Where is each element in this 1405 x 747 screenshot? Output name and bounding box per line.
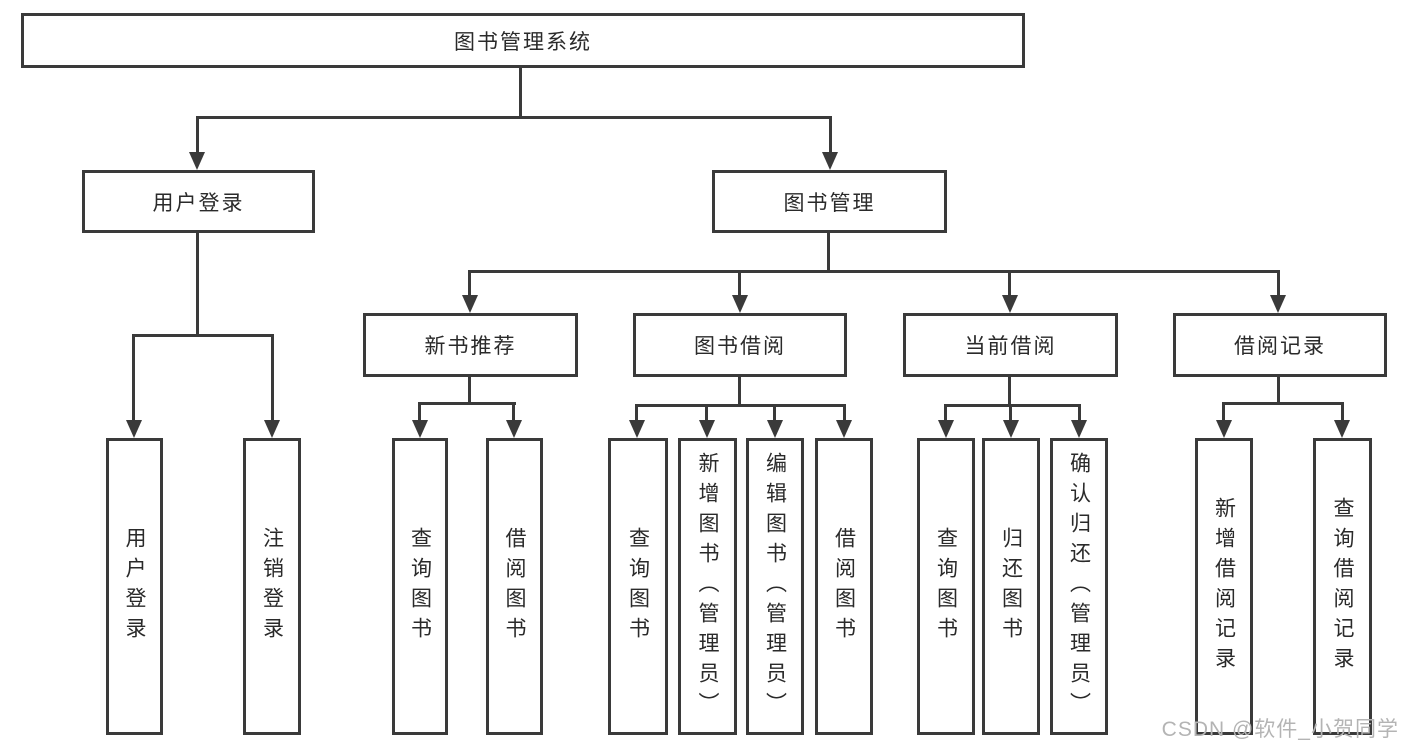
connector-line: [418, 402, 516, 405]
arrowhead: [1270, 295, 1286, 313]
node-label: 查询图书: [408, 526, 432, 647]
connector-line: [196, 233, 199, 337]
connector-line: [519, 68, 522, 119]
node-label: 新增借阅记录: [1212, 496, 1236, 677]
node-label: 查询图书: [934, 526, 958, 647]
connector-line: [738, 377, 741, 407]
connector-line: [944, 404, 947, 422]
node-library-management-system: 图书管理系统: [21, 13, 1025, 68]
leaf-query-borrow-record: 查询借阅记录: [1313, 438, 1372, 735]
node-label: 用户登录: [123, 526, 146, 647]
connector-line: [132, 334, 135, 422]
leaf-return-book: 归还图书: [982, 438, 1040, 735]
connector-line: [843, 404, 846, 422]
leaf-logout: 注销登录: [243, 438, 301, 735]
node-label: 图书管理系统: [454, 30, 592, 54]
arrowhead: [412, 420, 428, 438]
connector-line: [196, 116, 832, 119]
node-borrowing-records: 借阅记录: [1173, 313, 1387, 377]
node-book-borrowing: 图书借阅: [633, 313, 847, 377]
arrowhead: [1071, 420, 1087, 438]
connector-line: [773, 404, 776, 422]
node-label: 查询借阅记录: [1331, 496, 1354, 677]
leaf-edit-book-admin: 编辑图书（管理员）: [746, 438, 804, 735]
node-label: 查询图书: [626, 526, 650, 647]
leaf-query-books-borrowing: 查询图书: [608, 438, 668, 735]
arrowhead: [938, 420, 954, 438]
node-label: 归还图书: [999, 526, 1023, 647]
leaf-query-books-current: 查询图书: [917, 438, 975, 735]
connector-line: [468, 270, 1280, 273]
arrowhead: [1003, 420, 1019, 438]
arrowhead: [1334, 420, 1350, 438]
connector-line: [635, 404, 638, 422]
node-label: 图书借阅: [694, 335, 786, 358]
connector-line: [705, 404, 708, 422]
arrowhead: [189, 152, 205, 170]
node-label: 借阅图书: [832, 526, 856, 647]
connector-line: [1008, 270, 1011, 297]
arrowhead: [822, 152, 838, 170]
arrowhead: [699, 420, 715, 438]
arrowhead: [732, 295, 748, 313]
node-label: 图书管理: [783, 191, 876, 215]
node-current-borrowing: 当前借阅: [903, 313, 1118, 377]
node-label: 借阅图书: [503, 526, 526, 647]
connector-line: [418, 402, 421, 422]
arrowhead: [1216, 420, 1232, 438]
connector-line: [1222, 402, 1344, 405]
connector-line: [738, 270, 741, 297]
leaf-confirm-return-admin: 确认归还（管理员）: [1050, 438, 1108, 735]
node-label: 编辑图书（管理员）: [763, 451, 787, 722]
watermark-text: CSDN @软件_小贺同学: [1161, 718, 1399, 741]
arrowhead: [462, 295, 478, 313]
connector-line: [1008, 377, 1011, 407]
connector-line: [1341, 402, 1344, 422]
arrowhead: [1002, 295, 1018, 313]
node-user-login: 用户登录: [82, 170, 315, 233]
node-label: 当前借阅: [964, 335, 1057, 358]
arrowhead: [629, 420, 645, 438]
connector-line: [132, 334, 274, 337]
connector-line: [1277, 270, 1280, 297]
node-label: 用户登录: [152, 191, 245, 215]
connector-line: [1078, 404, 1081, 422]
arrowhead: [126, 420, 142, 438]
node-label: 新增图书（管理员）: [696, 451, 719, 722]
connector-line: [468, 377, 471, 405]
node-label: 注销登录: [260, 526, 284, 647]
connector-line: [827, 233, 830, 273]
arrowhead: [836, 420, 852, 438]
node-new-book-recommend: 新书推荐: [363, 313, 578, 377]
connector-line: [271, 334, 274, 422]
leaf-query-books-recommend: 查询图书: [392, 438, 448, 735]
connector-line: [1222, 402, 1225, 422]
connector-line: [829, 116, 832, 154]
connector-line: [944, 404, 1081, 407]
connector-line: [1009, 404, 1012, 422]
connector-line: [468, 270, 471, 297]
connector-line: [1277, 377, 1280, 405]
arrowhead: [767, 420, 783, 438]
connector-line: [512, 402, 515, 422]
leaf-user-login: 用户登录: [106, 438, 163, 735]
node-label: 确认归还（管理员）: [1067, 451, 1091, 722]
node-book-management: 图书管理: [712, 170, 947, 233]
leaf-borrow-books-borrowing: 借阅图书: [815, 438, 873, 735]
leaf-add-book-admin: 新增图书（管理员）: [678, 438, 737, 735]
arrowhead: [264, 420, 280, 438]
connector-line: [635, 404, 846, 407]
node-label: 新书推荐: [424, 335, 517, 358]
leaf-add-borrow-record: 新增借阅记录: [1195, 438, 1253, 735]
node-label: 借阅记录: [1234, 335, 1326, 358]
arrowhead: [506, 420, 522, 438]
leaf-borrow-books-recommend: 借阅图书: [486, 438, 543, 735]
connector-line: [196, 116, 199, 154]
